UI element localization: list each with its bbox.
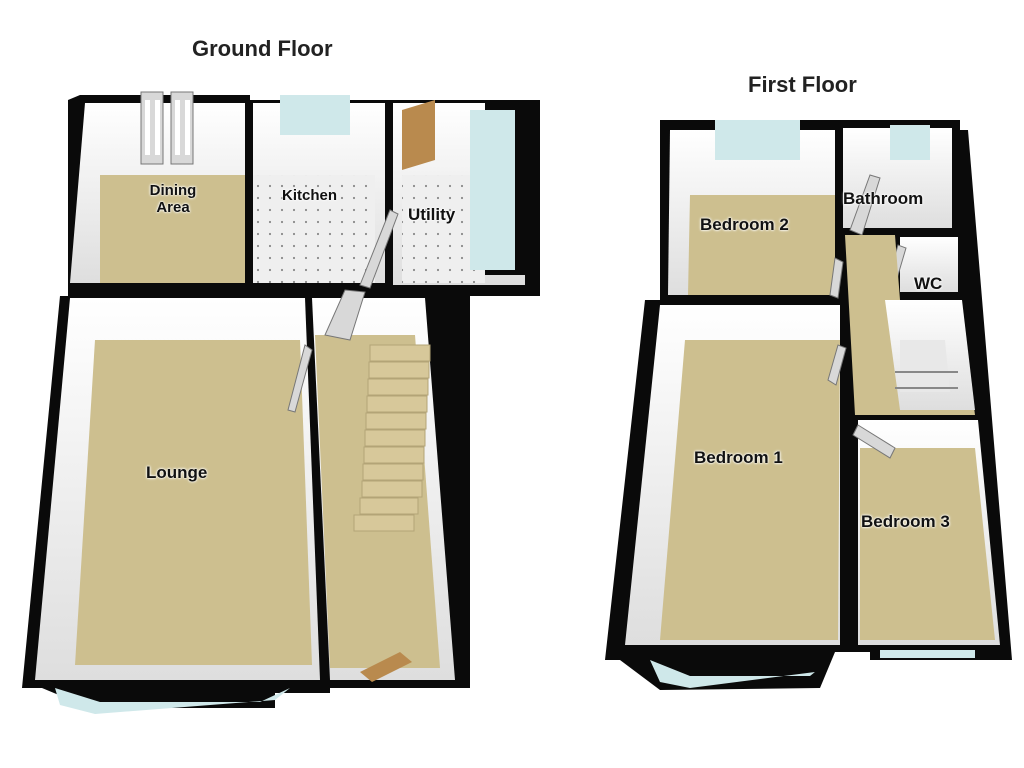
room-label-wc: WC [914,274,943,293]
room-label-kitchen: Kitchen [282,187,338,204]
front-door [360,652,412,682]
landing-stairwell [900,340,950,392]
bedroom-1-bay-window [650,660,830,688]
wc-wall [900,237,958,292]
ground-floor-plan [22,91,540,714]
room-label-lounge: Lounge [146,463,208,482]
ground-floor-title: Ground Floor [192,36,333,61]
stair-balustrade [895,371,958,389]
bedroom-2-door [829,257,844,299]
utility-floor [402,175,485,283]
dining-area-floor [100,175,245,283]
kitchen-floor [253,175,375,283]
room-label-bathroom: Bathroom [843,189,924,208]
utility-back-door [402,100,435,170]
room-label-bedroom-2: Bedroom 2 [700,215,789,234]
bathroom-door [849,174,881,236]
utility-window [470,110,515,270]
first-floor-plan [605,120,1012,690]
room-label-dining-area: Dining Area [149,182,197,216]
bedroom-3-door [852,424,896,459]
bedroom-1-floor [660,340,840,640]
bedroom-2-window [715,120,800,160]
bedroom-1-door [827,344,847,386]
french-doors [140,91,194,165]
bedroom-2-floor [688,195,835,295]
lounge-door [287,344,313,413]
room-label-bedroom-3: Bedroom 3 [861,512,950,531]
ground-staircase [353,344,431,532]
hallway-door [324,289,366,341]
kitchen-window [280,95,350,135]
bedroom-3-window [880,650,975,658]
lounge-bay-window [55,688,290,714]
kitchen-utility-door [359,209,399,289]
lounge-floor [75,340,312,665]
bedroom-3-floor [860,448,995,640]
first-floor-title: First Floor [748,72,857,97]
room-label-utility: Utility [408,205,456,224]
bathroom-window [890,125,930,160]
room-label-bedroom-1: Bedroom 1 [694,448,783,467]
